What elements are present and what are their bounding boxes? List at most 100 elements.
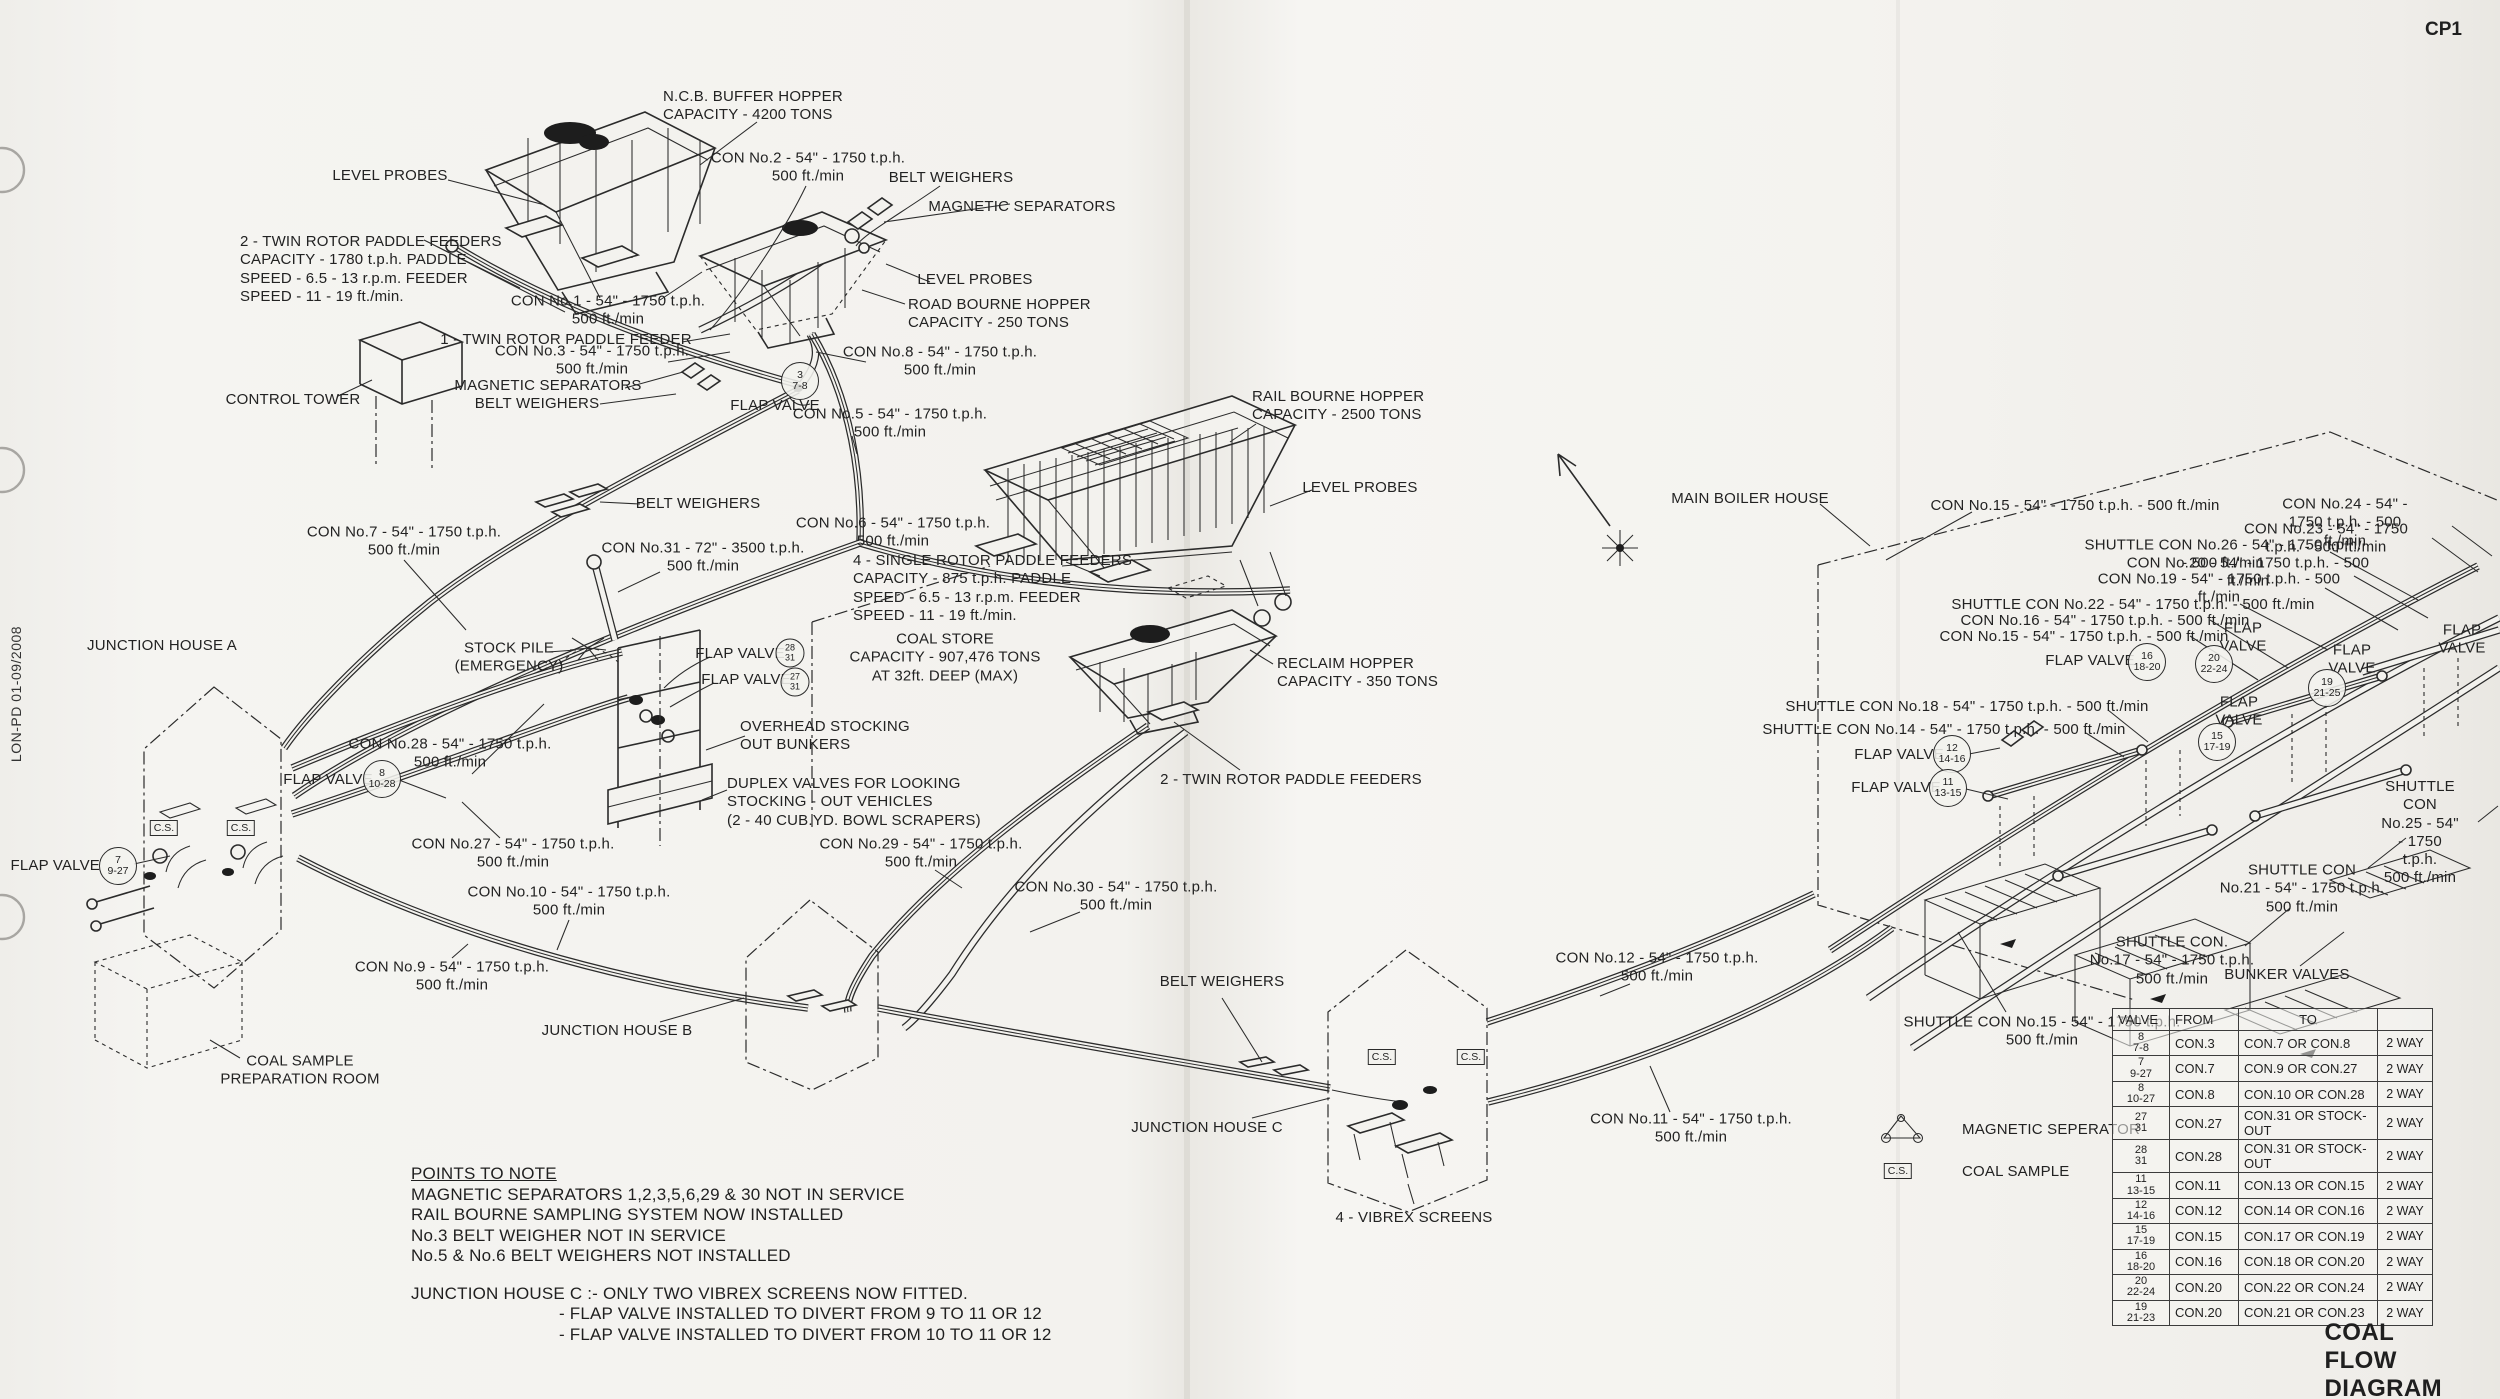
valve-table-cell: 8 10-27 bbox=[2112, 1080, 2170, 1108]
valve-table-cell: 2 WAY bbox=[2377, 1274, 2433, 1301]
rail-bourne-hopper-drawing bbox=[973, 395, 1298, 627]
reclaim-hopper-drawing bbox=[1068, 609, 1278, 735]
label-ncb-buffer-hopper: N.C.B. BUFFER HOPPER CAPACITY - 4200 TON… bbox=[663, 88, 843, 124]
label-level-probes-1: LEVEL PROBES bbox=[332, 166, 448, 184]
junction-house-c-drawing bbox=[1327, 949, 1488, 1213]
label-flap-valve-12: FLAP VALVE bbox=[1851, 778, 1941, 796]
label-flap-valve-2: FLAP VALVE bbox=[695, 644, 785, 662]
flap-valve-circle-16-18-20: 16 18-20 bbox=[2128, 643, 2166, 681]
valve-table-cell: CON.3 bbox=[2169, 1029, 2239, 1057]
junction-house-a-drawing bbox=[86, 686, 284, 989]
magnetic-separator-icon bbox=[1880, 1113, 1924, 1144]
label-belt-weighers-1: BELT WEIGHERS bbox=[888, 168, 1014, 186]
flap-valve-circle-19-21-25: 19 21-25 bbox=[2308, 669, 2346, 707]
label-single-rotor-paddle-feeders: 4 - SINGLE ROTOR PADDLE FEEDERS CAPACITY… bbox=[853, 552, 1133, 624]
note-line: No.3 BELT WEIGHER NOT IN SERVICE bbox=[411, 1225, 726, 1245]
flap-valve-circle-12-14-16: 12 14-16 bbox=[1933, 735, 1971, 773]
valve-table-cell: CON.20 bbox=[2169, 1299, 2239, 1326]
junction-house-b-drawing bbox=[745, 899, 879, 1091]
valve-table-cell: CON.7 OR CON.8 bbox=[2238, 1029, 2378, 1057]
junction-c-note-heading: JUNCTION HOUSE C :- ONLY TWO VIBREX SCRE… bbox=[411, 1283, 968, 1303]
ncb-buffer-hopper-drawing bbox=[445, 111, 717, 315]
valve-table-header: FROM bbox=[2169, 1008, 2239, 1031]
label-twin-rotor-paddle-feeders: 2 - TWIN ROTOR PADDLE FEEDERS CAPACITY -… bbox=[240, 233, 502, 305]
valve-table-cell: CON.13 OR CON.15 bbox=[2238, 1172, 2378, 1199]
label-con-11: CON No.11 - 54" - 1750 t.p.h. 500 ft./mi… bbox=[1590, 1110, 1792, 1146]
label-control-tower: CONTROL TOWER bbox=[225, 390, 361, 408]
label-shuttle-con-18: SHUTTLE CON No.18 - 54" - 1750 t.p.h. - … bbox=[1785, 697, 2149, 715]
valve-table-cell: 20 22-24 bbox=[2112, 1274, 2170, 1301]
note-line: MAGNETIC SEPARATORS 1,2,3,5,6,29 & 30 NO… bbox=[411, 1184, 905, 1204]
flap-valve-circle-11-13-15: 11 13-15 bbox=[1929, 769, 1967, 807]
valve-table-cell: 2 WAY bbox=[2377, 1223, 2433, 1250]
label-con-19: CON No.19 - 54" - 1750 t.p.h. - 500 ft./… bbox=[2097, 570, 2341, 606]
label-flap-valve-3: FLAP VALVE bbox=[701, 670, 791, 688]
label-con-16: CON No.16 - 54" - 1750 t.p.h. - 500 ft./… bbox=[1960, 611, 2250, 629]
legend-coal-sample-label: COAL SAMPLE bbox=[1962, 1163, 2070, 1180]
valve-table-cell: CON.10 OR CON.28 bbox=[2238, 1080, 2378, 1108]
label-coal-store: COAL STORE CAPACITY - 907,476 TONS AT 32… bbox=[849, 630, 1041, 685]
coal-store-boundary bbox=[811, 565, 991, 830]
label-flap-valve-10: FLAP VALVE bbox=[2215, 693, 2263, 729]
label-level-probes-2: LEVEL PROBES bbox=[917, 270, 1033, 288]
magnetic-separator-symbols bbox=[680, 362, 2045, 747]
label-flap-valve-11: FLAP VALVE bbox=[1854, 745, 1944, 763]
valve-table-cell: CON.7 bbox=[2169, 1055, 2239, 1082]
valve-table-cell: CON.20 bbox=[2169, 1274, 2239, 1301]
valve-table-cell: 2 WAY bbox=[2377, 1139, 2433, 1174]
label-con-15-b: CON No.15 - 54" - 1750 t.p.h. - 500 ft./… bbox=[1939, 627, 2229, 645]
label-bunker-valves: BUNKER VALVES bbox=[2224, 965, 2350, 983]
label-belt-weighers-3: BELT WEIGHERS bbox=[635, 494, 761, 512]
label-level-probes-3: LEVEL PROBES bbox=[1302, 478, 1418, 496]
valve-table-cell: 2 WAY bbox=[2377, 1106, 2433, 1141]
paper-fold-crease-1 bbox=[1184, 0, 1190, 1399]
valve-table-cell: 16 18-20 bbox=[2112, 1248, 2170, 1276]
flap-valve-circle-8-10-28: 8 10-28 bbox=[363, 760, 401, 798]
flap-valve-circle-27-31: 27 31 bbox=[780, 667, 810, 697]
label-flap-valve-7: FLAP VALVE bbox=[2219, 619, 2267, 655]
label-road-bourne-hopper: ROAD BOURNE HOPPER CAPACITY - 250 TONS bbox=[908, 296, 1091, 332]
note-line: RAIL BOURNE SAMPLING SYSTEM NOW INSTALLE… bbox=[411, 1205, 844, 1224]
label-twin-rotor-paddle-feeders-reclaim: 2 - TWIN ROTOR PADDLE FEEDERS bbox=[1160, 770, 1422, 788]
label-shuttle-con-17: SHUTTLE CON. No.17 - 54" - 1750 t.p.h. 5… bbox=[2089, 933, 2255, 988]
label-coal-sample-preparation-room: COAL SAMPLE PREPARATION ROOM bbox=[220, 1052, 380, 1088]
label-con-30: CON No.30 - 54" - 1750 t.p.h. 500 ft./mi… bbox=[1014, 878, 1218, 914]
label-con-27: CON No.27 - 54" - 1750 t.p.h. 500 ft./mi… bbox=[411, 835, 615, 871]
junction-c-note-line: - FLAP VALVE INSTALLED TO DIVERT FROM 9 … bbox=[559, 1304, 1042, 1323]
label-junction-house-b: JUNCTION HOUSE B bbox=[541, 1021, 693, 1039]
valve-table-cell: 2 WAY bbox=[2377, 1197, 2433, 1225]
valve-table-cell: CON.28 bbox=[2169, 1139, 2239, 1174]
control-tower-drawing bbox=[357, 321, 465, 472]
label-main-boiler-house: MAIN BOILER HOUSE bbox=[1671, 489, 1829, 507]
label-shuttle-con-14: SHUTTLE CON No.14 - 54" - 1750 t.p.h. - … bbox=[1762, 720, 2126, 738]
road-bourne-hopper-drawing bbox=[697, 197, 894, 406]
label-con-15-a: CON No.15 - 54" - 1750 t.p.h. - 500 ft./… bbox=[1930, 496, 2220, 514]
note-line: No.5 & No.6 BELT WEIGHERS NOT INSTALLED bbox=[411, 1246, 791, 1265]
label-magnetic-separators-2: MAGNETIC SEPARATORS bbox=[454, 376, 642, 394]
label-con-3: CON No.3 - 54" - 1750 t.p.h. 500 ft./min bbox=[494, 342, 690, 378]
flap-valve-circle-3-7-8: 3 7-8 bbox=[781, 362, 819, 400]
valve-table-cell: 19 21-23 bbox=[2112, 1299, 2170, 1326]
coal-sample-marker-2: C.S. bbox=[226, 820, 256, 836]
coal-sample-marker-1: C.S. bbox=[149, 820, 179, 836]
valve-table-cell: CON.8 bbox=[2169, 1080, 2239, 1108]
label-rail-bourne-hopper: RAIL BOURNE HOPPER CAPACITY - 2500 TONS bbox=[1252, 388, 1425, 424]
label-stock-pile: STOCK PILE (EMERGENCY) bbox=[454, 639, 564, 675]
coal-sample-marker-4: C.S. bbox=[1456, 1049, 1486, 1065]
valve-table-cell: 2 WAY bbox=[2377, 1055, 2433, 1082]
valve-table-cell: 2 WAY bbox=[2377, 1248, 2433, 1276]
paper-fold-crease-2 bbox=[1896, 0, 1900, 1399]
valve-table-cell: 11 13-15 bbox=[2112, 1172, 2170, 1199]
valve-table-cell: CON.31 OR STOCK-OUT bbox=[2238, 1139, 2378, 1174]
valve-table-header: VALVE bbox=[2112, 1008, 2170, 1031]
label-vibrex-screens: 4 - VIBREX SCREENS bbox=[1335, 1208, 1493, 1226]
label-flap-valve-9: FLAP VALVE bbox=[2328, 641, 2376, 677]
